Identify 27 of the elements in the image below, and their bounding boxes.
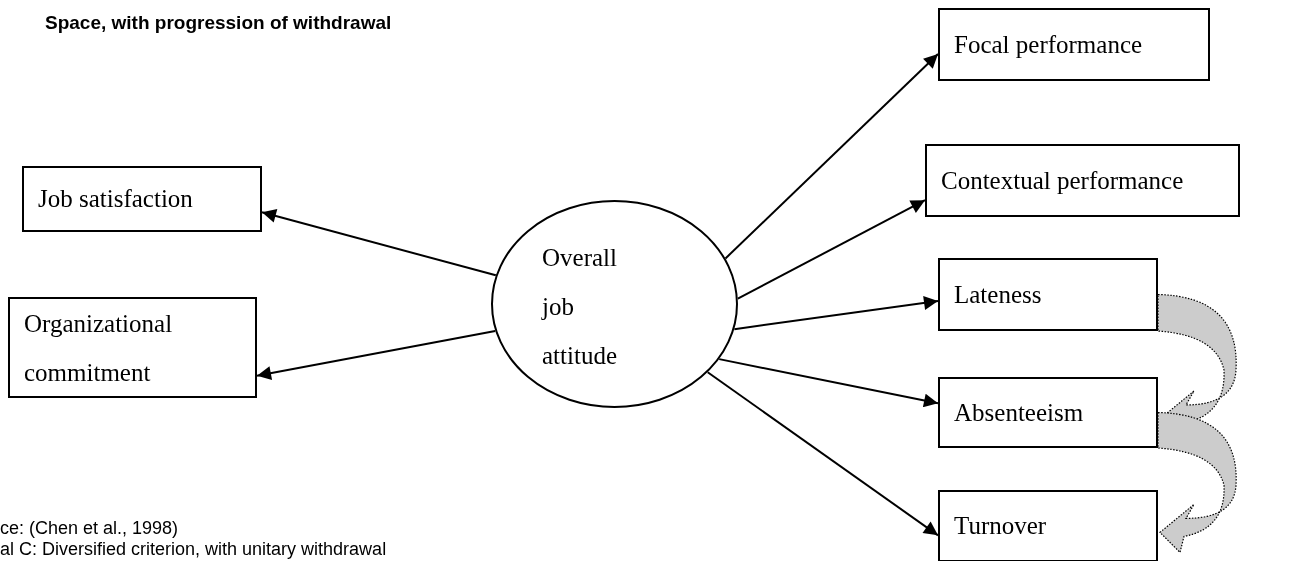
- process-box: [22, 166, 262, 232]
- arrow: [706, 371, 939, 537]
- arrow: [256, 329, 497, 381]
- process-box: [938, 377, 1158, 448]
- node-label: Organizational commitment: [24, 308, 174, 388]
- ellipse-node: [491, 200, 738, 408]
- node-label: Focal performance: [954, 30, 1143, 59]
- arrow: [724, 53, 939, 260]
- node-label: Contextual performance: [941, 166, 1184, 195]
- node-label: Absenteeism: [954, 398, 1084, 427]
- note-text: ce: (Chen et al., 1998): [0, 518, 179, 539]
- arrow: [736, 199, 926, 300]
- node-label: Turnover: [954, 512, 1047, 540]
- process-box: [8, 297, 257, 398]
- node-label: Lateness: [954, 280, 1042, 309]
- note-text: al C: Diversified criterion, with unitary withdrawal: [0, 539, 387, 560]
- arrow: [718, 358, 939, 408]
- process-box: [938, 258, 1158, 331]
- node-label: Job satisfaction: [38, 185, 193, 213]
- diagram-title: Space, with progression of withdrawal: [45, 12, 392, 34]
- process-box: [938, 490, 1158, 561]
- arrow: [261, 209, 497, 277]
- arrow: [733, 296, 939, 331]
- node-label: Overall job attitude: [542, 243, 618, 371]
- curved-block-arrow: [1157, 411, 1237, 553]
- process-box: [925, 144, 1240, 217]
- process-box: [938, 8, 1210, 81]
